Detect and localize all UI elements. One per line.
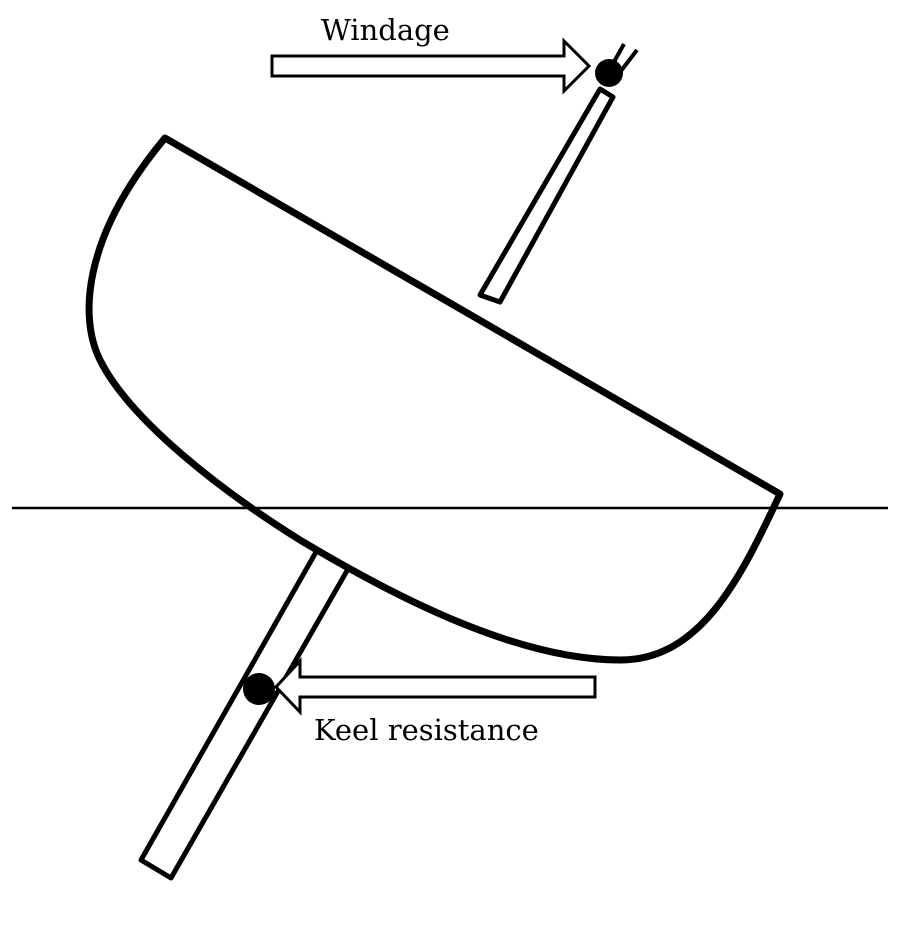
windage-arrow <box>270 37 592 95</box>
keel-resistance-label: Keel resistance <box>314 713 539 747</box>
hull <box>85 134 784 664</box>
center-of-lateral-resistance-dot <box>243 673 275 705</box>
mast <box>477 86 616 305</box>
keel <box>138 542 355 881</box>
center-of-effort-dot <box>595 59 623 87</box>
windage-label: Windage <box>321 13 450 47</box>
keel-resistance-arrow <box>273 657 597 716</box>
